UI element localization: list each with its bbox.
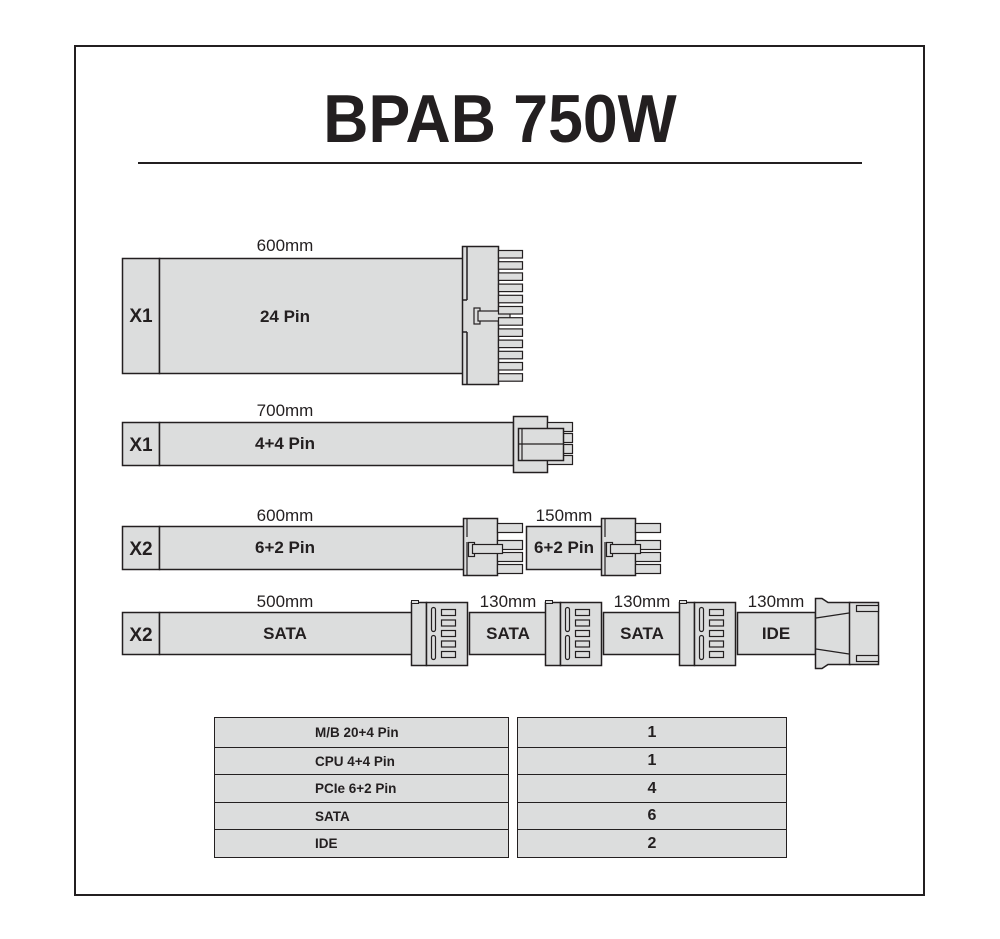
summary-row-count: 1 (517, 746, 787, 776)
quantity-label: X2 (129, 539, 152, 560)
cable-label: 6+2 Pin (255, 538, 315, 557)
summary-row-count: 1 (517, 717, 787, 748)
cable-length: 700mm (257, 401, 314, 420)
pin (497, 328, 524, 337)
cable-length: 600mm (257, 236, 314, 255)
cable-length: 130mm (614, 592, 671, 611)
cable-length: 130mm (748, 592, 805, 611)
cable-label: SATA (486, 624, 530, 643)
summary-row-name: SATA (214, 801, 509, 831)
cable-length: 500mm (257, 592, 314, 611)
pin (497, 305, 524, 315)
pin (497, 350, 524, 360)
summary-row-name: PCIe 6+2 Pin (214, 774, 509, 803)
pin (497, 361, 524, 371)
quantity-label: X1 (129, 435, 153, 456)
quantity-label: X1 (129, 306, 153, 327)
cable-label: 4+4 Pin (255, 434, 315, 453)
pin (497, 339, 524, 349)
cable-row-mb24: X1 600mm 24 Pin (121, 236, 524, 386)
cable-body (602, 611, 682, 656)
cable-body (158, 257, 466, 375)
cable-body (736, 611, 817, 656)
cable-label: 24 Pin (260, 307, 310, 326)
cable-length: 600mm (257, 506, 314, 525)
molex-ide-connector-icon (814, 597, 880, 670)
pin (497, 373, 524, 382)
pcie-connector-icon (462, 517, 524, 577)
summary-row-count: 2 (517, 829, 787, 858)
pin (497, 283, 524, 293)
sata-connector-icon (678, 600, 737, 667)
cable-body (525, 525, 604, 571)
eps-4+4pin-connector-icon (512, 415, 574, 474)
sata-connector-icon (410, 600, 469, 667)
pin (497, 249, 524, 259)
cable-label: 6+2 Pin (534, 538, 594, 557)
cable-label: SATA (620, 624, 664, 643)
pin (497, 261, 524, 270)
summary-row-name: IDE (214, 829, 509, 858)
atx-24pin-connector-icon (461, 245, 524, 386)
pin (497, 317, 524, 326)
cable-length: 150mm (536, 506, 593, 525)
cable-body (158, 421, 515, 467)
cable-length: 130mm (480, 592, 537, 611)
cable-body (158, 611, 414, 656)
pin (497, 294, 524, 304)
pcie-connector-icon (600, 517, 662, 577)
cable-row-cpu44: X1 700mm 4+4 Pin (121, 401, 574, 474)
summary-row-name: M/B 20+4 Pin (214, 717, 509, 748)
pin (497, 272, 524, 281)
summary-table-names: M/B 20+4 Pin CPU 4+4 Pin PCIe 6+2 Pin SA… (214, 717, 509, 858)
cable-body (468, 611, 548, 656)
page-title: BPAB 750W (323, 81, 677, 157)
quantity-label: X2 (129, 625, 152, 646)
cable-label: IDE (762, 624, 790, 643)
sata-connector-icon (544, 600, 603, 667)
quantity-box (121, 611, 161, 656)
summary-table-counts: 1 1 4 6 2 (517, 717, 787, 858)
summary-row-name: CPU 4+4 Pin (214, 746, 509, 776)
summary-row-count: 6 (517, 801, 787, 831)
cable-row-pcie62: X2 600mm 6+2 Pin 150mm 6+2 Pin (121, 506, 662, 577)
summary-row-count: 4 (517, 774, 787, 803)
title-divider (138, 162, 862, 164)
cable-row-sata: X2 500mm SATA 130mm SATA 130mm SATA 130m… (121, 592, 880, 670)
cable-label: SATA (263, 624, 307, 643)
